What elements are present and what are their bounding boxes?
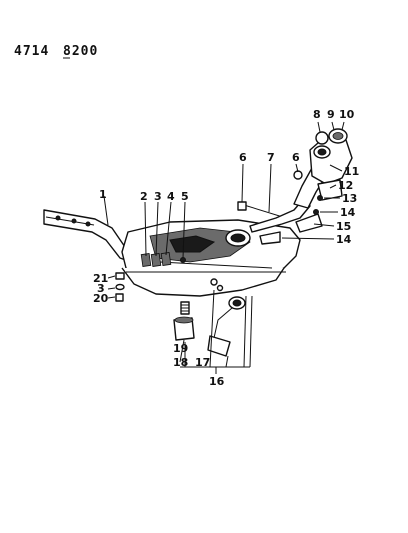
callout-11: 11 — [344, 165, 359, 178]
tank-pads-group — [140, 252, 186, 267]
leader-lines — [103, 121, 345, 374]
catalog-code-right: 8200 — [63, 44, 98, 59]
callout-21: 21 — [93, 272, 108, 285]
drain-plug-parts — [115, 272, 125, 302]
fuel-gauge-sender — [207, 296, 246, 357]
cap-gasket — [315, 131, 329, 145]
callout-2: 2 — [140, 190, 148, 203]
callout-19: 19 — [173, 342, 188, 355]
hose-clip-left — [237, 201, 247, 211]
callout-17: 17 — [195, 356, 210, 369]
filler-neck-and-cap — [309, 128, 353, 215]
filler-clamp — [313, 209, 319, 215]
callout-13: 13 — [342, 192, 357, 205]
sender-float — [207, 335, 231, 357]
callout-1: 1 — [99, 188, 107, 201]
hose-clip-right — [293, 170, 303, 180]
callout-3: 3 — [154, 190, 162, 203]
callout-labels: 1 2 3 4 5 6 6 7 8 9 10 11 12 13 14 14 15… — [93, 108, 359, 388]
callout-9: 9 — [327, 108, 335, 121]
callout-7: 7 — [267, 151, 275, 164]
callout-16: 16 — [209, 375, 225, 388]
callout-5: 5 — [181, 190, 189, 203]
callout-3b: 3 — [97, 282, 105, 295]
callout-4: 4 — [167, 190, 175, 203]
filler-screw — [317, 195, 323, 201]
callout-6b: 6 — [292, 151, 300, 164]
callout-6a: 6 — [239, 151, 247, 164]
callout-14b: 14 — [336, 233, 352, 246]
drain-plug — [115, 272, 125, 280]
drain-screw — [115, 293, 124, 302]
catalog-code-left: 4714 — [14, 44, 49, 59]
callout-10: 10 — [339, 108, 355, 121]
callout-18: 18 — [173, 356, 188, 369]
callout-15: 15 — [336, 220, 351, 233]
callout-12: 12 — [338, 179, 353, 192]
callout-20: 20 — [93, 292, 109, 305]
callout-8: 8 — [313, 108, 321, 121]
fuel-tank-body — [121, 219, 301, 297]
fuel-pump-unit — [173, 301, 195, 341]
callout-14a: 14 — [340, 206, 356, 219]
drain-gasket — [115, 283, 125, 291]
mounting-bolt — [180, 257, 186, 263]
